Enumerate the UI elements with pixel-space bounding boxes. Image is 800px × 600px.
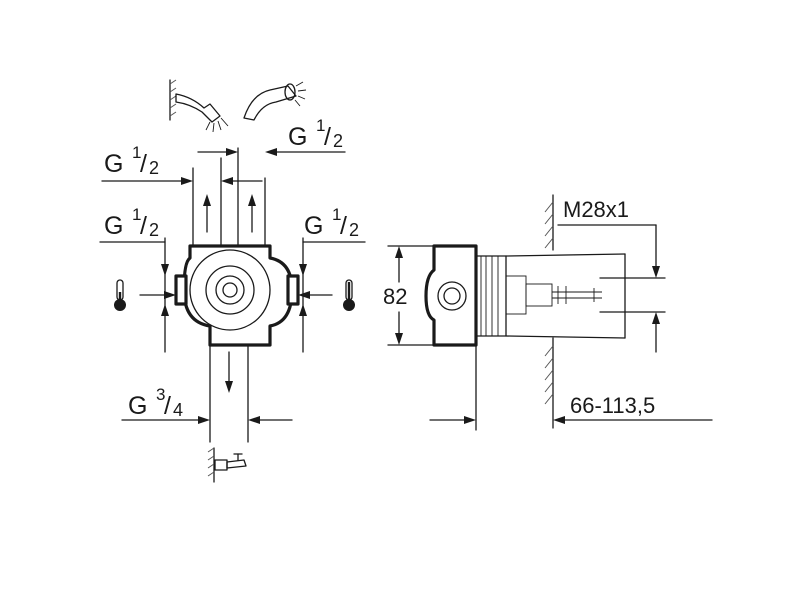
svg-text:1: 1 — [132, 205, 141, 224]
hot-water-thermometer-icon — [343, 279, 355, 311]
label-left-inlet-thread: G 1 / 2 — [104, 205, 159, 240]
svg-text:/: / — [340, 212, 347, 240]
svg-text:1: 1 — [132, 143, 141, 162]
wall-section — [544, 194, 554, 429]
svg-text:/: / — [140, 212, 147, 240]
svg-text:/: / — [140, 150, 147, 178]
svg-text:2: 2 — [149, 158, 159, 178]
dim-thread — [557, 224, 666, 353]
hand-shower-icon — [243, 81, 307, 121]
svg-text:/: / — [324, 123, 331, 151]
label-bottom-outlet-thread: G 3 / 4 — [128, 385, 183, 420]
valve-body — [174, 244, 300, 347]
dim-top-right — [197, 148, 346, 156]
front-view — [99, 147, 366, 443]
svg-text:/: / — [164, 392, 171, 420]
valve-side-body — [424, 244, 626, 347]
svg-text:2: 2 — [149, 220, 159, 240]
cold-water-thermometer-icon — [114, 279, 126, 311]
svg-text:1: 1 — [332, 205, 341, 224]
dim-right-inlet — [298, 237, 366, 353]
dim-height — [387, 245, 435, 346]
svg-text:G: G — [128, 392, 147, 420]
svg-text:2: 2 — [349, 220, 359, 240]
dim-depth — [429, 344, 713, 431]
label-top-left-thread: G 1 / 2 — [104, 143, 159, 178]
svg-text:3: 3 — [156, 385, 165, 404]
bath-spout-icon — [207, 447, 247, 483]
side-view — [387, 194, 713, 431]
wall-mounted-shower-head-icon — [169, 79, 229, 133]
dim-bottom — [121, 416, 293, 424]
label-top-right-thread: G 1 / 2 — [288, 116, 343, 151]
top-outlet-pipes — [192, 147, 266, 246]
label-thread-size: M28x1 — [563, 197, 629, 222]
svg-text:4: 4 — [173, 400, 183, 420]
label-depth-range: 66-113,5 — [570, 393, 655, 418]
svg-text:G: G — [104, 212, 123, 240]
dim-top-left — [101, 177, 263, 185]
label-right-inlet-thread: G 1 / 2 — [304, 205, 359, 240]
svg-text:G: G — [304, 212, 323, 240]
label-height: 82 — [383, 284, 407, 309]
svg-text:1: 1 — [316, 116, 325, 135]
svg-text:G: G — [288, 123, 307, 151]
bottom-outlet-pipe — [209, 344, 249, 443]
dim-left-inlet — [99, 237, 176, 353]
svg-text:G: G — [104, 150, 123, 178]
svg-text:2: 2 — [333, 131, 343, 151]
